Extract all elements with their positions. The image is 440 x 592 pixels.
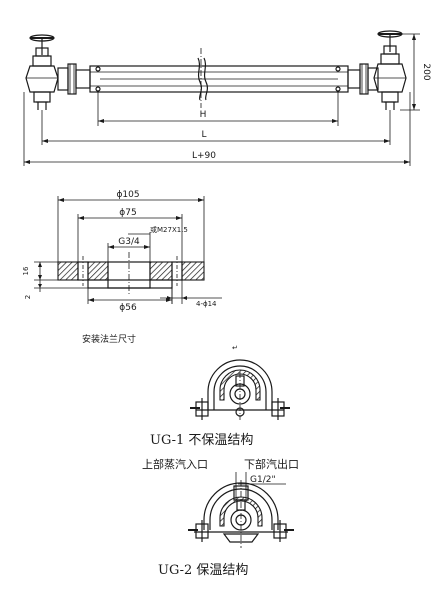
- ug1-section-view: UG-1 不保温结构: [150, 359, 290, 448]
- ug1-caption: UG-1 不保温结构: [150, 433, 253, 448]
- left-valve: [25, 34, 91, 110]
- dim-alt-thread: 或M27X1.5: [150, 225, 188, 234]
- dimension-l90: L+90: [24, 151, 410, 164]
- dim-phi105: ϕ105: [116, 190, 139, 200]
- ug2-caption: UG-2 保温结构: [158, 563, 248, 578]
- dim-phi75: ϕ75: [119, 208, 136, 218]
- gauge-front-view: 200 H L L+90: [23, 30, 431, 166]
- dim-h-label: H: [200, 110, 207, 120]
- dim-phi56: ϕ56: [119, 303, 137, 313]
- right-valve: [347, 30, 407, 110]
- dimension-200: 200: [396, 33, 431, 111]
- ug2-label-inlet: 上部蒸汽入口: [142, 457, 208, 471]
- ug2-section-view: 上部蒸汽入口 下部汽出口 G1/2" UG-2 保温结构: [142, 457, 299, 578]
- dimension-l: L: [42, 130, 390, 143]
- ug2-label-thread: G1/2": [250, 475, 276, 485]
- flange-caption: 安装法兰尺寸: [82, 333, 136, 345]
- glass-tube: [89, 48, 349, 108]
- return-mark: ↵: [232, 344, 238, 352]
- flange-section-view: ϕ105 ϕ75 或M27X1.5 G3/4 16: [22, 190, 222, 345]
- dim-2: 2: [24, 295, 32, 299]
- dim-4phi14: 4-ϕ14: [196, 300, 217, 308]
- ug2-label-outlet: 下部汽出口: [244, 457, 299, 471]
- dim-200-label: 200: [421, 63, 431, 80]
- dim-l-label: L: [201, 130, 206, 140]
- dimension-h: H: [98, 110, 338, 123]
- dim-l90-label: L+90: [192, 151, 216, 161]
- dim-16: 16: [22, 266, 30, 275]
- dim-g34: G3/4: [118, 237, 140, 247]
